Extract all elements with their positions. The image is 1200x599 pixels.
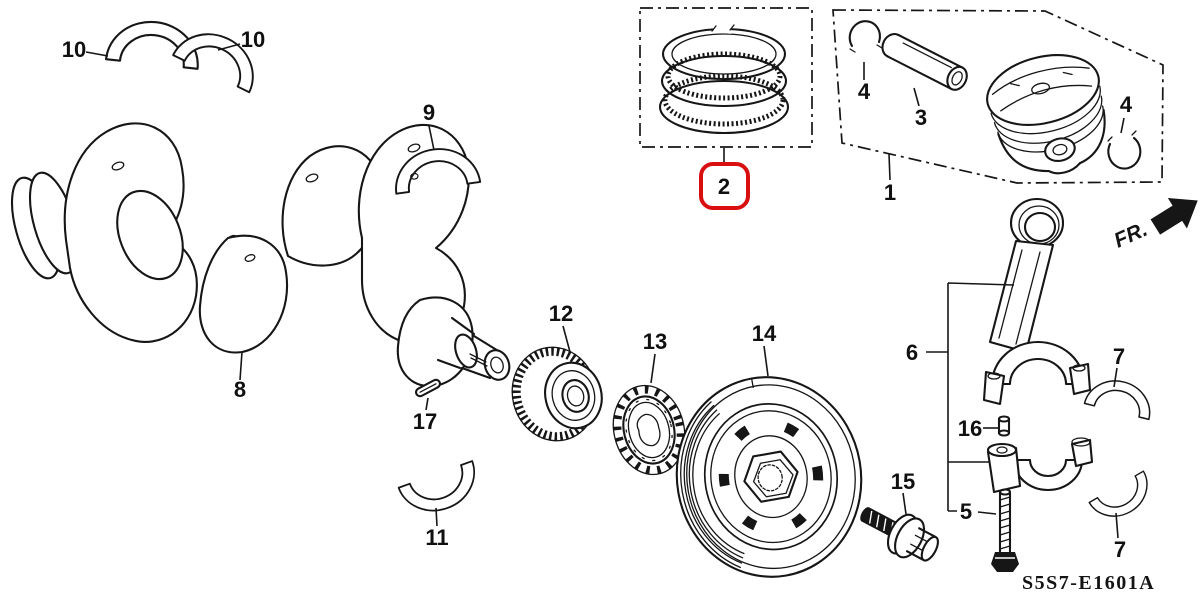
fr-arrow-icon — [1150, 197, 1198, 235]
piston-ring-set-drawing — [658, 24, 790, 135]
main-bearing-9-drawing — [395, 148, 482, 195]
timing-gear-drawing — [511, 346, 603, 442]
timing-sprocket-drawing — [612, 384, 686, 476]
callout-7-bottom[interactable]: 7 — [1114, 537, 1126, 562]
callout-11[interactable]: 11 — [425, 525, 448, 550]
callout-9[interactable]: 9 — [423, 100, 435, 125]
callout-17[interactable]: 17 — [413, 409, 437, 434]
crankshaft-drawing — [10, 122, 511, 388]
callout-10-left[interactable]: 10 — [62, 37, 86, 62]
callout-6[interactable]: 6 — [906, 340, 918, 365]
dowel-pin-drawing — [997, 415, 1011, 437]
callout-1[interactable]: 1 — [884, 180, 896, 205]
piston-drawing — [986, 54, 1106, 175]
callout-10-right[interactable]: 10 — [241, 27, 265, 52]
callout-8[interactable]: 8 — [234, 377, 246, 402]
callout-3[interactable]: 3 — [915, 105, 927, 130]
callout-15[interactable]: 15 — [891, 469, 915, 494]
callout-2-highlight — [699, 162, 750, 210]
callout-14[interactable]: 14 — [752, 321, 777, 346]
callout-12[interactable]: 12 — [549, 301, 573, 326]
rod-bolt-drawing — [991, 488, 1019, 572]
rod-bearing-lower-drawing — [1088, 470, 1148, 517]
woodruff-key-drawing — [415, 378, 441, 398]
piston-pin-clip-left-drawing — [848, 20, 883, 53]
connecting-rod-drawing — [982, 197, 1092, 406]
main-bearing-11-drawing — [397, 460, 475, 512]
piston-pin-clip-right-drawing — [1107, 130, 1142, 170]
main-bearing-10b-drawing — [172, 33, 254, 94]
diagram-code: S5S7-E1601A — [1022, 572, 1155, 594]
callout-2[interactable]: 2 — [718, 174, 730, 199]
main-bearing-10a-drawing — [104, 20, 199, 70]
pulley-bolt-drawing — [860, 507, 939, 562]
crank-pulley-drawing — [675, 376, 863, 578]
ring-set-box — [639, 7, 813, 148]
bearing-cap-drawing — [986, 437, 1094, 494]
fr-label: FR. — [1111, 218, 1151, 253]
fr-direction-marker: FR. — [1111, 197, 1198, 253]
callout-13[interactable]: 13 — [643, 329, 667, 354]
callout-4-left[interactable]: 4 — [858, 79, 871, 104]
callout-4-right[interactable]: 4 — [1120, 92, 1133, 117]
piston-pin-drawing — [881, 33, 968, 91]
callout-7-top[interactable]: 7 — [1113, 344, 1125, 369]
callout-5[interactable]: 5 — [960, 499, 972, 524]
callout-16[interactable]: 16 — [958, 416, 982, 441]
piston-kit-box — [832, 9, 1164, 184]
rod-bearing-upper-drawing — [1083, 380, 1151, 421]
